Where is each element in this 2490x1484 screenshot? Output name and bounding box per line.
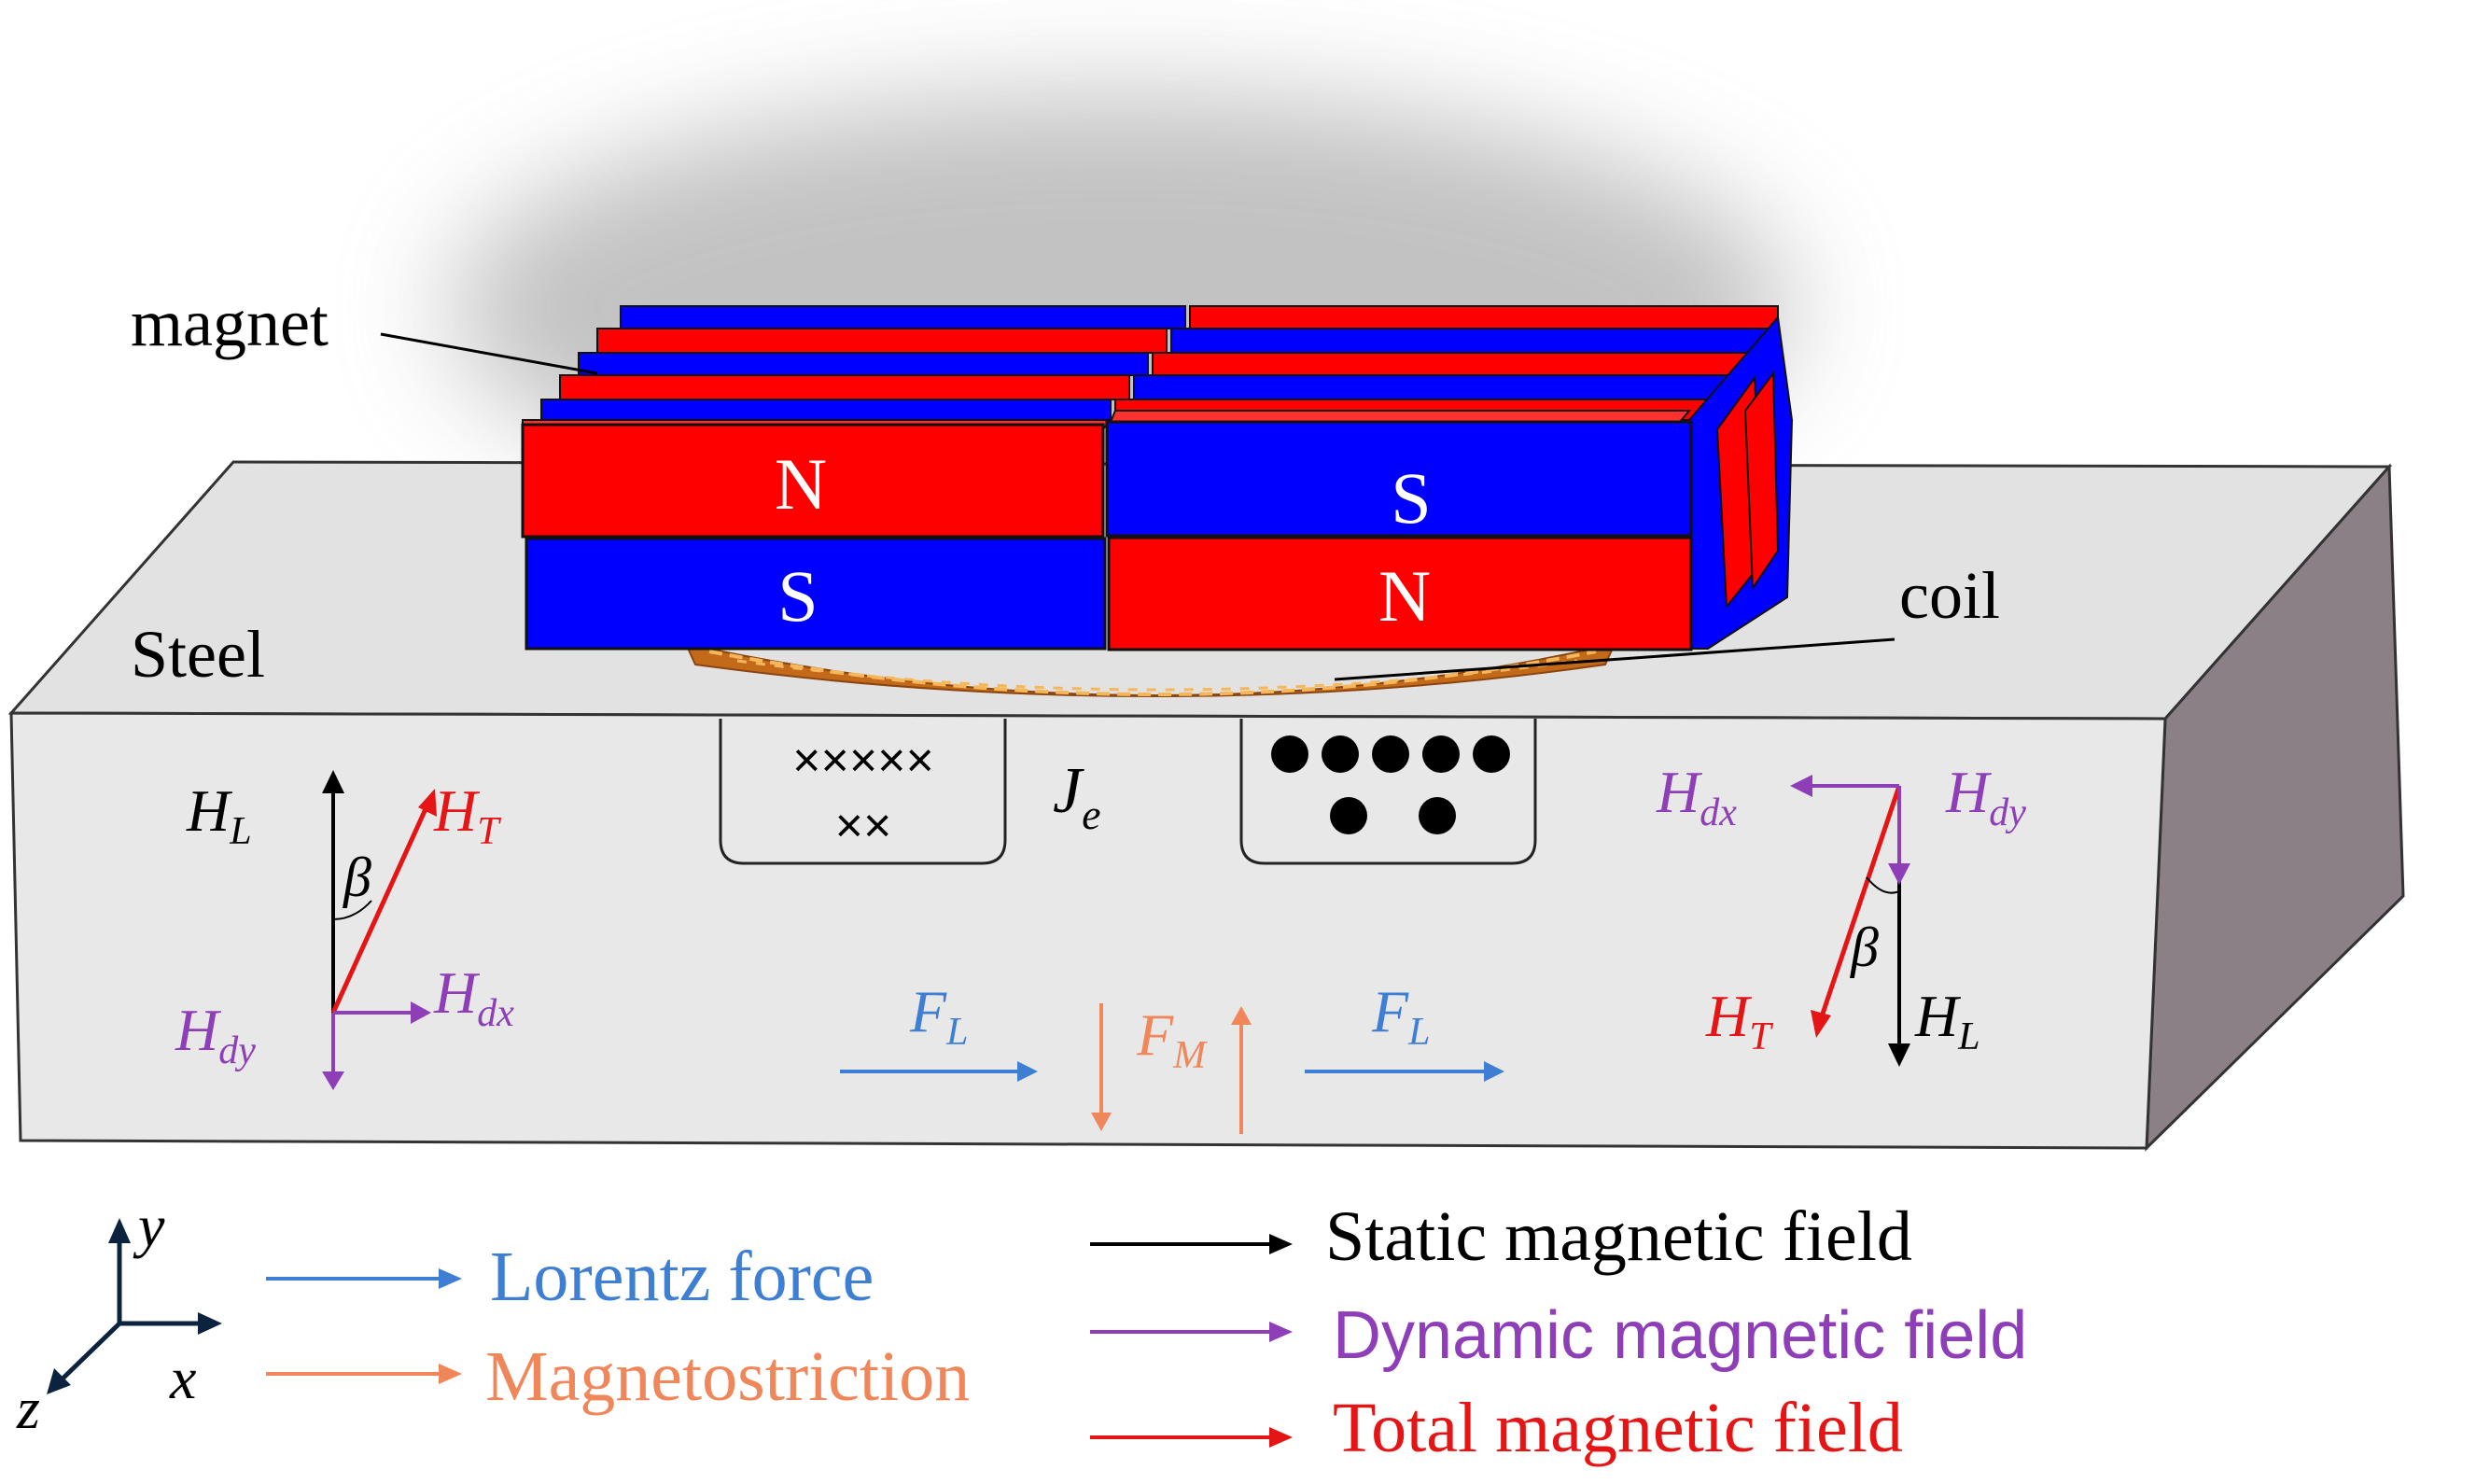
- magnet-front-right-bottom: [1107, 536, 1693, 651]
- current-in-crosses-bottom: ××: [835, 799, 892, 853]
- magnetostriction-force-label: FM: [1136, 1001, 1208, 1077]
- magnet-label: magnet: [131, 286, 329, 360]
- left-HT-label: HT: [433, 777, 501, 853]
- legend-lorentz-label: Lorentz force: [490, 1238, 874, 1316]
- magnet-leader-line: [380, 332, 598, 375]
- left-Hdx-label: Hdx: [433, 959, 514, 1035]
- coil-section-in: [719, 719, 1007, 865]
- magnet-front-right-top: [1105, 420, 1693, 538]
- left-beta-label: β: [343, 847, 371, 908]
- legend-dynamic-label: Dynamic magnetic field: [1333, 1298, 2027, 1373]
- legend-total-label: Total magnetic field: [1333, 1389, 1903, 1467]
- steel-label: Steel: [131, 617, 265, 692]
- coil-leader-line: [1334, 637, 1895, 681]
- right-HL-label: HL: [1914, 983, 1980, 1058]
- left-field-vectors: [322, 770, 437, 1090]
- left-Hdy-label: Hdy: [175, 997, 256, 1072]
- right-HT-label: HT: [1705, 983, 1773, 1058]
- left-HL-label: HL: [186, 777, 252, 853]
- right-Hdx-label: Hdx: [1656, 759, 1737, 834]
- right-field-vectors: [1790, 775, 1910, 1067]
- right-beta-label: β: [1850, 917, 1879, 978]
- coordinate-axes: [47, 1218, 222, 1394]
- axis-z-label: z: [16, 1375, 40, 1441]
- force-vectors: [840, 1003, 1504, 1134]
- pole-label-n-right: N: [1378, 555, 1431, 637]
- pole-label-s-left: S: [777, 555, 818, 637]
- legend-magnetostriction-label: Magnetostriction: [485, 1337, 970, 1416]
- coil-label: coil: [1899, 558, 2000, 633]
- lorentz-force-right-label: FL: [1371, 978, 1430, 1054]
- coil-section-out: [1239, 719, 1537, 865]
- axis-x-label: x: [169, 1345, 196, 1411]
- steel-front-face: [9, 711, 2167, 1150]
- lorentz-force-left-label: FL: [909, 978, 968, 1054]
- right-Hdy-label: Hdy: [1945, 759, 2026, 834]
- magnet-array: [521, 305, 1794, 651]
- coil: [684, 642, 1616, 697]
- legend-static-label: Static magnetic field: [1325, 1197, 1912, 1276]
- current-density-label: Je: [1053, 755, 1101, 838]
- current-out-dots: [1271, 735, 1510, 834]
- magnet-front-left-top: [521, 423, 1105, 539]
- magnet-front-left-bottom: [525, 537, 1107, 651]
- axis-y-label: y: [133, 1193, 165, 1259]
- current-in-crosses-top: ×××××: [792, 734, 934, 788]
- legend: [266, 1234, 1293, 1448]
- pole-label-n-left: N: [775, 443, 827, 525]
- pole-label-s-right: S: [1391, 457, 1431, 539]
